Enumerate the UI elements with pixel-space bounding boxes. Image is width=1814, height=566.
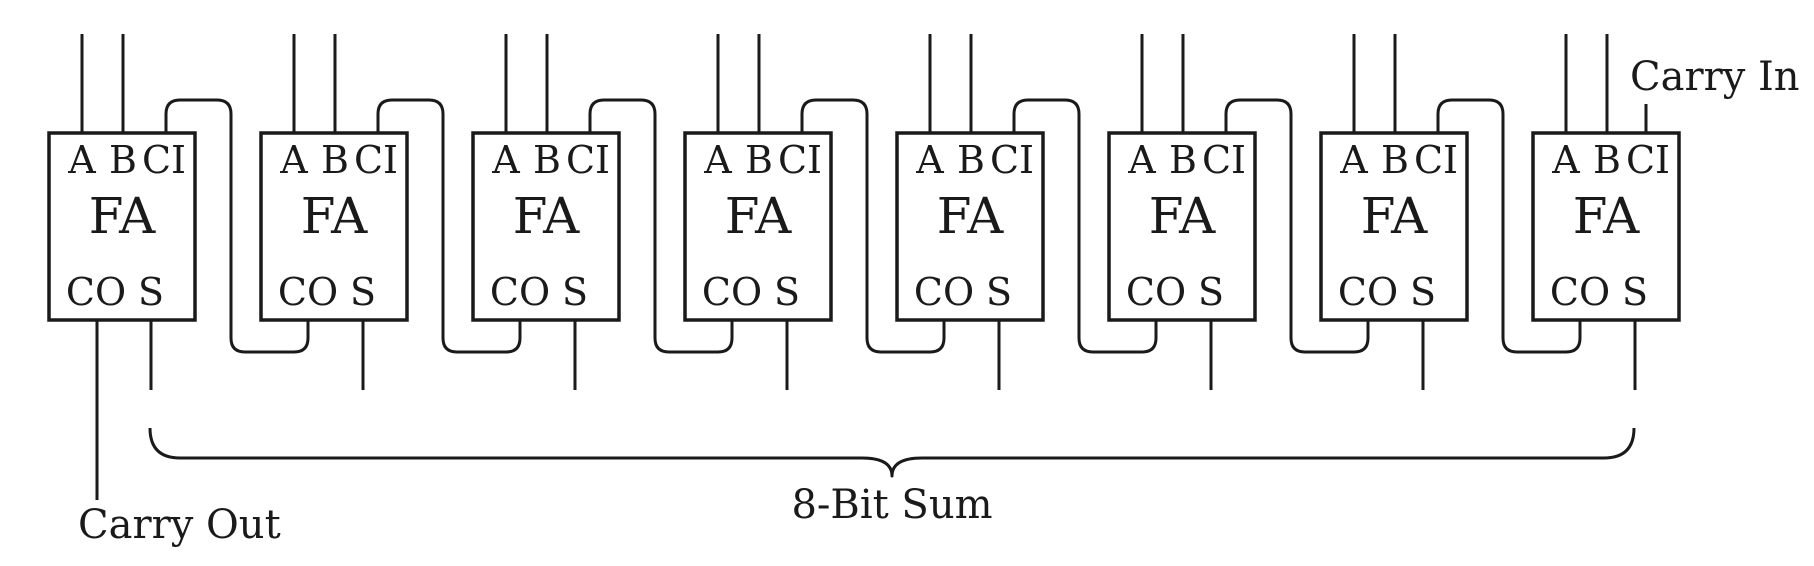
pin-b-label: B	[745, 138, 773, 182]
sum-brace	[148, 427, 1636, 478]
pin-a-label: A	[1551, 138, 1580, 182]
pin-ci-label: CI	[354, 138, 398, 182]
full-adder-title: FA	[301, 187, 368, 245]
full-adder-title: FA	[937, 187, 1004, 245]
pin-s-label: S	[1410, 270, 1436, 314]
full-adder-title: FA	[1361, 187, 1428, 245]
pin-co-label: CO	[1126, 270, 1186, 314]
pin-s-label: S	[350, 270, 376, 314]
carry-ripple-wire	[1224, 98, 1370, 354]
full-adder-title: FA	[725, 187, 792, 245]
full-adder-box	[895, 131, 1045, 322]
carry-ripple-wires	[164, 98, 1582, 354]
full-adder-title: FA	[1149, 187, 1216, 245]
pin-co-label: CO	[1550, 270, 1610, 314]
pin-ci-label: CI	[1626, 138, 1670, 182]
pin-s-label: S	[138, 270, 164, 314]
carry-ripple-wire	[164, 98, 310, 354]
pin-s-label: S	[774, 270, 800, 314]
full-adder-box	[683, 131, 833, 322]
full-adder-title: FA	[1573, 187, 1640, 245]
carry-ripple-wire	[800, 98, 946, 354]
pin-co-label: CO	[490, 270, 550, 314]
pin-co-label: CO	[66, 270, 126, 314]
full-adder-box	[47, 131, 197, 322]
carry-in-label: Carry In	[1630, 54, 1800, 100]
pin-s-label: S	[562, 270, 588, 314]
pin-co-label: CO	[914, 270, 974, 314]
pin-a-label: A	[703, 138, 732, 182]
pin-b-label: B	[533, 138, 561, 182]
pin-b-label: B	[1381, 138, 1409, 182]
pin-b-label: B	[957, 138, 985, 182]
pin-a-label: A	[915, 138, 944, 182]
full-adder-box	[1107, 131, 1257, 322]
pin-a-label: A	[491, 138, 520, 182]
pin-ci-label: CI	[142, 138, 186, 182]
carry-out-label: Carry Out	[78, 502, 281, 548]
carry-ripple-wire	[1012, 98, 1158, 354]
sum-label: 8-Bit Sum	[791, 482, 992, 528]
pin-a-label: A	[279, 138, 308, 182]
pin-a-label: A	[67, 138, 96, 182]
carry-ripple-wire	[588, 98, 734, 354]
pin-ci-label: CI	[1202, 138, 1246, 182]
pin-b-label: B	[1593, 138, 1621, 182]
pin-s-label: S	[986, 270, 1012, 314]
full-adder-title: FA	[513, 187, 580, 245]
pin-ci-label: CI	[990, 138, 1034, 182]
pin-a-label: A	[1339, 138, 1368, 182]
pin-b-label: B	[1169, 138, 1197, 182]
pin-co-label: CO	[702, 270, 762, 314]
pin-co-label: CO	[1338, 270, 1398, 314]
pin-b-label: B	[109, 138, 137, 182]
pin-a-label: A	[1127, 138, 1156, 182]
pin-ci-label: CI	[566, 138, 610, 182]
pin-s-label: S	[1622, 270, 1648, 314]
full-adder-box	[1531, 131, 1681, 322]
full-adder-box	[1319, 131, 1469, 322]
carry-ripple-wire	[376, 98, 522, 354]
full-adder-box	[259, 131, 409, 322]
full-adder-box	[471, 131, 621, 322]
pin-ci-label: CI	[1414, 138, 1458, 182]
pin-ci-label: CI	[778, 138, 822, 182]
full-adder-title: FA	[89, 187, 156, 245]
pin-s-label: S	[1198, 270, 1224, 314]
pin-co-label: CO	[278, 270, 338, 314]
carry-ripple-wire	[1436, 98, 1582, 354]
pin-b-label: B	[321, 138, 349, 182]
